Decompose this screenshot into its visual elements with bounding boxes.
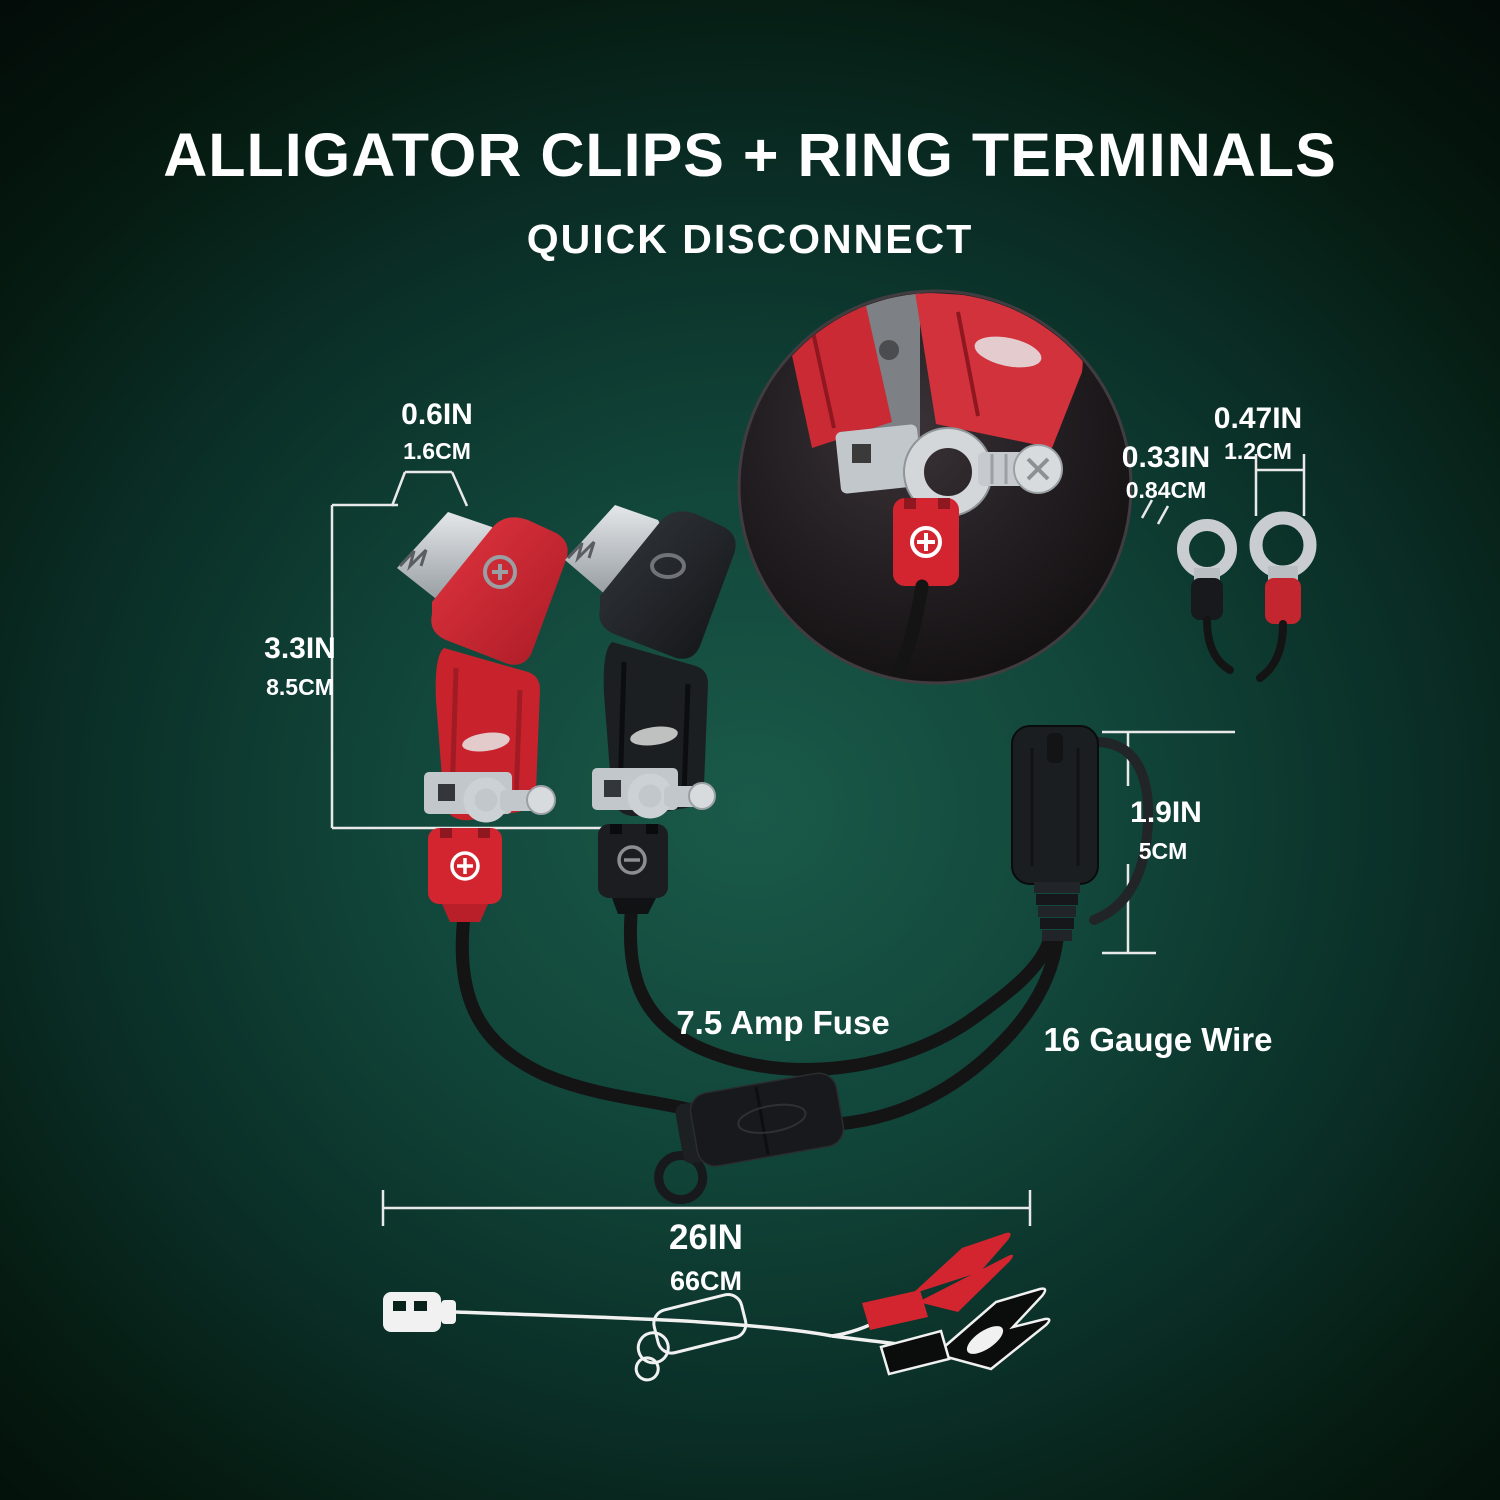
dimension-cable-length (381, 1190, 1032, 1226)
brand-badge (737, 1103, 807, 1134)
measure-large-ring-in: 0.47IN (1213, 402, 1303, 435)
inset-red-connector (893, 498, 959, 586)
red-ring (1249, 511, 1317, 579)
outline-sae-connector (383, 1292, 456, 1332)
outline-black-clip (879, 1287, 1051, 1376)
fuse-callout: 7.5 Amp Fuse (676, 1004, 890, 1041)
measure-clip-length-in: 3.3IN (264, 632, 336, 665)
inset-wire (887, 579, 929, 681)
fuse-body (689, 1072, 845, 1167)
dimension-large-ring (1254, 454, 1306, 516)
measure-small-ring-cm: 0.84CM (1125, 477, 1207, 503)
red-clip-jaw-metal (397, 512, 502, 602)
black-clip-bolt-head (688, 782, 716, 810)
minus-emblem (617, 845, 647, 875)
red-clip-upper-arm (431, 517, 568, 665)
measure-cable-length-in: 26IN (669, 1218, 743, 1257)
dimension-small-ring (1140, 499, 1170, 525)
red-alligator-clip (397, 512, 568, 922)
outline-red-clip (862, 1232, 1014, 1330)
black-ring-wire (1203, 616, 1234, 674)
cable-length-outline-diagram (383, 1232, 1051, 1382)
brand-badge (630, 726, 678, 746)
measure-connector-cm: 5CM (1138, 838, 1188, 864)
measure-jaw-width-in: 0.6IN (401, 398, 473, 431)
fuse-cap-loop (654, 1151, 708, 1205)
black-clip-teeth (566, 540, 596, 564)
red-clip-teeth (398, 548, 428, 572)
black-clip-jaw-metal (565, 505, 668, 596)
connector-cap-strap (1089, 737, 1154, 925)
black-sae-connector (598, 824, 668, 914)
brand-badge (974, 336, 1042, 368)
quick-disconnect-detail-inset (737, 289, 1133, 685)
red-clip-bolt-head (526, 785, 556, 815)
page-title: ALLIGATOR CLIPS + RING TERMINALS (163, 121, 1337, 189)
measure-connector-in: 1.9IN (1130, 796, 1202, 829)
dimension-connector-length (1102, 730, 1235, 955)
dimension-jaw-width (390, 470, 469, 507)
inline-fuse-holder (654, 1072, 845, 1205)
plus-emblem (910, 526, 942, 558)
outline-wire (455, 1310, 833, 1338)
plus-emblem (450, 851, 480, 881)
outline-fuse-holder (634, 1293, 748, 1382)
sae-quick-disconnect-connector (1011, 725, 1154, 941)
black-ring-boot (1191, 578, 1223, 620)
inset-red-arm-right (915, 293, 1083, 448)
red-ring-terminal (1249, 511, 1317, 682)
wire-gauge-callout: 16 Gauge Wire (1043, 1021, 1273, 1058)
red-sae-connector (428, 828, 502, 922)
black-ring (1177, 519, 1237, 579)
black-ring-terminal (1177, 519, 1237, 674)
cable-wires (455, 895, 1064, 1131)
dimension-lines (330, 454, 1306, 1226)
measure-clip-length-cm: 8.5CM (266, 674, 334, 700)
inset-bracket (835, 424, 923, 494)
measure-small-ring-in: 0.33IN (1121, 441, 1211, 474)
plus-emblem (483, 555, 517, 589)
black-lead-wire (623, 895, 1057, 1076)
measure-cable-length-cm: 66CM (669, 1266, 743, 1296)
minus-emblem (650, 553, 686, 579)
black-clip-upper-arm (599, 511, 736, 659)
fuse-to-connector-wire (831, 933, 1064, 1131)
measure-jaw-width-cm: 1.6CM (403, 438, 471, 464)
black-alligator-clip (565, 505, 736, 914)
page-subtitle: QUICK DISCONNECT (526, 216, 974, 262)
brand-badge (462, 732, 510, 752)
measure-large-ring-cm: 1.2CM (1224, 438, 1292, 464)
red-lead-wire (455, 909, 707, 1119)
red-ring-boot (1265, 578, 1301, 624)
red-ring-wire (1256, 620, 1287, 682)
connector-strain-relief (1034, 882, 1080, 941)
